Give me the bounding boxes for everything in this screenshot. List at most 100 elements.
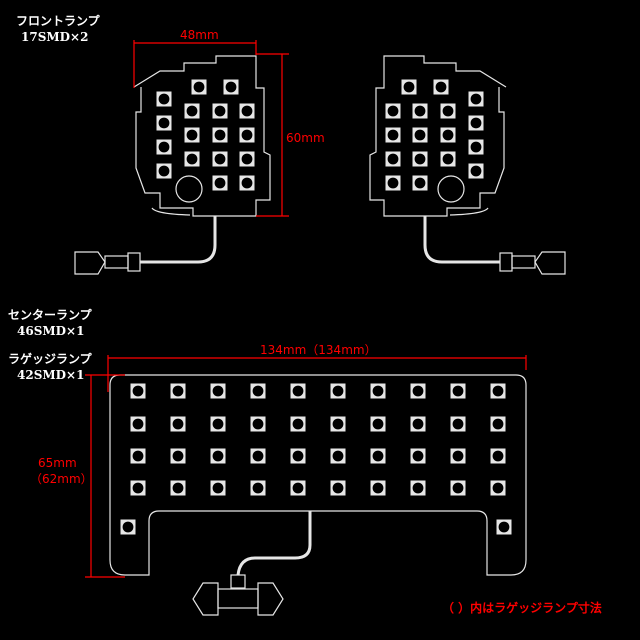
smd-led (440, 127, 456, 143)
smd-led (385, 175, 401, 191)
smd-led (223, 79, 239, 95)
front-lamp-outline (133, 55, 271, 217)
smd-led (370, 448, 386, 464)
luggage-height-alt-label: （62mm） (30, 472, 93, 486)
smd-led (410, 448, 426, 464)
front-lamp-right (369, 55, 566, 275)
front-lamp-wire-clip (499, 252, 513, 272)
smd-led (401, 79, 417, 95)
smd-led (130, 383, 146, 399)
smd-led (433, 79, 449, 95)
smd-led (410, 416, 426, 432)
smd-led (490, 416, 506, 432)
smd-led (130, 480, 146, 496)
front-lamp-outline (369, 55, 507, 217)
front-lamp-mount-hole (175, 175, 203, 203)
smd-led (412, 127, 428, 143)
front-lamp-wire (140, 216, 217, 264)
luggage-lamp-outline (109, 374, 527, 576)
smd-led (290, 383, 306, 399)
smd-led (212, 127, 228, 143)
smd-led (385, 127, 401, 143)
front-lamp-mount-hole (437, 175, 465, 203)
smd-led (385, 103, 401, 119)
smd-led (370, 383, 386, 399)
front-lamp-left (74, 55, 271, 275)
smd-led (412, 175, 428, 191)
smd-led (290, 448, 306, 464)
smd-led (239, 103, 255, 119)
smd-led (210, 448, 226, 464)
front-lamp-socket (511, 255, 536, 269)
smd-led (130, 416, 146, 432)
smd-led (330, 416, 346, 432)
smd-led (370, 480, 386, 496)
front-height-dimension (256, 53, 289, 217)
smd-led (170, 448, 186, 464)
front-width-label: 48mm (180, 28, 219, 42)
dimension-note: （ ）内はラゲッジランプ寸法 (442, 601, 602, 615)
smd-led (370, 416, 386, 432)
front-lamp-bottom-curve (151, 207, 191, 216)
smd-led (156, 163, 172, 179)
smd-led (440, 151, 456, 167)
luggage-lamp-title: ラゲッジランプ (8, 352, 92, 366)
luggage-connector-clip (230, 574, 246, 589)
smd-led (212, 151, 228, 167)
smd-led (410, 383, 426, 399)
smd-led (170, 383, 186, 399)
smd-led (450, 383, 466, 399)
smd-led (490, 383, 506, 399)
luggage-height-dimension (85, 374, 125, 578)
luggage-bulb-right (257, 582, 284, 616)
smd-led (239, 127, 255, 143)
luggage-bulb-left (192, 582, 219, 616)
smd-led (250, 416, 266, 432)
smd-led (184, 127, 200, 143)
smd-led (330, 383, 346, 399)
smd-led (468, 115, 484, 131)
smd-led (250, 383, 266, 399)
smd-led (210, 416, 226, 432)
smd-led (410, 480, 426, 496)
front-lamp-bulb-base (74, 251, 106, 275)
luggage-lamp-wire (236, 511, 312, 576)
smd-led (468, 91, 484, 107)
front-lamp-wire-clip (127, 252, 141, 272)
luggage-height-label: 65mm (38, 456, 77, 470)
smd-led (290, 416, 306, 432)
front-lamp-bottom-curve (449, 207, 489, 216)
smd-led (468, 163, 484, 179)
smd-led (130, 448, 146, 464)
front-height-label: 60mm (286, 131, 325, 145)
smd-led (450, 480, 466, 496)
smd-led (212, 175, 228, 191)
smd-led (412, 151, 428, 167)
front-lamp-title: フロントランプ (16, 14, 100, 28)
smd-led (239, 151, 255, 167)
smd-led (468, 139, 484, 155)
smd-led (156, 139, 172, 155)
smd-led (184, 151, 200, 167)
smd-led (250, 448, 266, 464)
luggage-width-label: 134mm（134mm） (260, 343, 377, 357)
center-lamp-title: センターランプ (8, 308, 92, 322)
luggage-lamp (109, 374, 527, 616)
smd-led (290, 480, 306, 496)
front-width-dimension (133, 40, 257, 88)
smd-led (250, 480, 266, 496)
smd-led (496, 519, 512, 535)
smd-led (239, 175, 255, 191)
smd-led (450, 416, 466, 432)
smd-led (490, 448, 506, 464)
smd-led (170, 416, 186, 432)
smd-led (170, 480, 186, 496)
center-lamp-spec: 46SMD×1 (17, 324, 85, 338)
smd-led (330, 448, 346, 464)
smd-led (156, 91, 172, 107)
smd-led (212, 103, 228, 119)
smd-led (330, 480, 346, 496)
luggage-connector-body (217, 588, 259, 609)
